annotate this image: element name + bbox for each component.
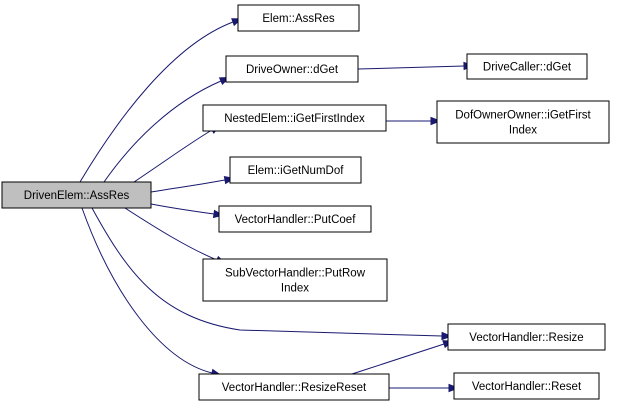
node-label: VectorHandler::ResizeReset [222, 382, 367, 394]
node-vectorhandler-resizereset[interactable]: VectorHandler::ResizeReset [198, 373, 390, 401]
edge-line [357, 65, 465, 70]
node-label: VectorHandler::PutCoef [235, 214, 357, 226]
node-dofownerowner-igetfirstindex[interactable]: DofOwnerOwner::iGetFirstIndex [436, 100, 610, 144]
node-label: NestedElem::iGetFirstIndex [224, 113, 365, 125]
node-box [453, 372, 600, 400]
edge-line [103, 80, 222, 183]
node-label: SubVectorHandler::PutRow [225, 268, 366, 280]
node-vectorhandler-putcoef[interactable]: VectorHandler::PutCoef [218, 205, 372, 233]
node-drivecaller-dget[interactable]: DriveCaller::dGet [466, 53, 588, 80]
node-label: Elem::iGetNumDof [248, 165, 345, 177]
node-box [466, 53, 588, 80]
node-label: DofOwnerOwner::iGetFirst [455, 110, 591, 122]
node-elem-igetnumdof[interactable]: Elem::iGetNumDof [229, 156, 362, 184]
edge-line [351, 343, 445, 375]
edge-driven-elem-assres-to-vectorhandler-putcoef [150, 203, 225, 219]
node-driven-elem-assres[interactable]: DrivenElem::AssRes [1, 181, 152, 209]
node-box [447, 323, 606, 351]
node-nestedelem-igetfirstindex[interactable]: NestedElem::iGetFirstIndex [202, 104, 387, 132]
nodes: DrivenElem::AssRes Elem::AssResDriveOwner… [1, 4, 610, 401]
edge-driven-elem-assres-to-elem-igetnumdof [150, 175, 236, 193]
node-label: DriveOwner::dGet [246, 64, 339, 76]
arrowhead [441, 331, 453, 341]
node-box [436, 100, 610, 144]
edge-line [91, 207, 443, 337]
node-label: Elem::AssRes [262, 13, 334, 25]
node-box [225, 55, 359, 83]
edge-driven-elem-assres-to-elem-assres [79, 18, 243, 183]
arrowhead [430, 116, 442, 126]
edge-line [79, 21, 234, 183]
edge-driven-elem-assres-to-nestedelem-igetfirstindex [133, 124, 221, 183]
node-label: Index [281, 283, 309, 295]
node-label: DriveCaller::dGet [483, 62, 572, 74]
node-box [198, 373, 390, 401]
node-label: VectorHandler::Resize [469, 332, 583, 344]
node-box [202, 258, 388, 302]
edge-driveowner-dget-to-drivecaller-dget [357, 61, 475, 71]
edge-line [124, 207, 218, 261]
node-box [237, 4, 360, 32]
node-vectorhandler-reset[interactable]: VectorHandler::Reset [453, 372, 600, 400]
node-label: DrivenElem::AssRes [24, 190, 130, 202]
node-box [229, 156, 362, 184]
node-box [1, 181, 152, 209]
node-vectorhandler-resize[interactable]: VectorHandler::Resize [447, 323, 606, 351]
node-label: Index [509, 125, 537, 137]
edge-line [133, 129, 213, 183]
edge-vectorhandler-resizereset-to-vectorhandler-resize [351, 340, 454, 375]
edge-vectorhandler-resizereset-to-vectorhandler-reset [389, 383, 460, 393]
node-box [202, 104, 387, 132]
edge-driven-elem-assres-to-vectorhandler-resizereset [81, 207, 223, 377]
edge-line [150, 203, 215, 215]
edge-driven-elem-assres-to-vectorhandler-resize [91, 207, 453, 341]
edge-driven-elem-assres-to-subvectorhandler-putrowindex [124, 207, 227, 264]
node-label: VectorHandler::Reset [472, 381, 582, 393]
node-box [218, 205, 372, 233]
node-driveowner-dget[interactable]: DriveOwner::dGet [225, 55, 359, 83]
edge-nestedelem-igetfirstindex-to-dofownerowner-igetfirstindex [386, 116, 442, 126]
edge-line [81, 207, 213, 374]
node-elem-assres[interactable]: Elem::AssRes [237, 4, 360, 32]
edge-line [150, 179, 226, 193]
